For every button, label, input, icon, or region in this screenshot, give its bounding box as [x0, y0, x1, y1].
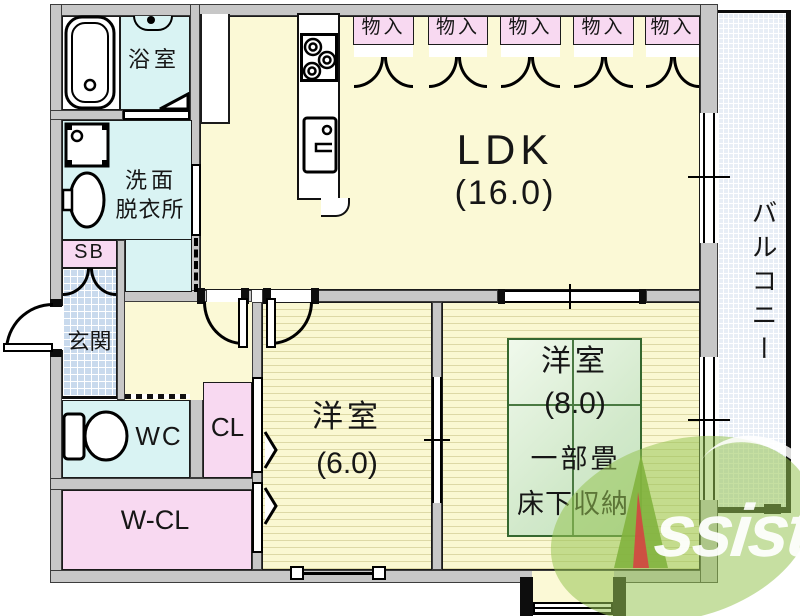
wc-label: WC — [135, 421, 183, 451]
wall-ldk-bottom-right — [313, 290, 498, 302]
bay-window-post-left — [520, 577, 533, 616]
ldk-bed6-jamb-right — [311, 288, 319, 304]
bedroom6-area-label: (6.0) — [316, 447, 378, 480]
balcony-label: バルコニー — [748, 199, 778, 369]
ldk-hall-jamb-right — [241, 288, 249, 304]
bay-window-floor — [532, 571, 614, 604]
closet-label: CL — [210, 412, 245, 442]
ldk-area-label: (16.0) — [454, 174, 556, 212]
toilet-icon — [62, 410, 130, 464]
washroom-sliding-track — [194, 238, 198, 292]
bedroom8-label: 洋室 — [541, 345, 609, 378]
bathtub-icon — [64, 15, 116, 110]
basin-icon — [62, 170, 107, 230]
bedroom8-area-label: (8.0) — [544, 387, 606, 420]
washroom-sliding-door — [191, 164, 201, 236]
ldk-bed8-window-cap-right — [639, 289, 646, 304]
closet-folding-arrow-icon — [263, 430, 278, 470]
storage-box-1 — [353, 16, 414, 45]
washroom-room-ext — [125, 240, 192, 292]
storage-box-4 — [573, 16, 634, 45]
ldk-balcony-window — [703, 113, 715, 243]
bed6-south-window-cap-right — [372, 566, 386, 580]
balcony-rail-right — [786, 10, 791, 513]
storage4-label: 物入 — [581, 17, 626, 38]
closet-folding-door — [252, 377, 263, 473]
ldk-storage-nook — [200, 14, 230, 124]
storage2-label: 物入 — [435, 17, 480, 38]
washing-machine-icon — [64, 122, 110, 168]
bedroom8-tatami-note: 一部畳 — [530, 444, 621, 474]
wall-bath-washroom — [50, 110, 123, 120]
entrance-jamb-top — [50, 299, 62, 307]
washroom-label-line1: 洗面 — [124, 168, 177, 193]
stove-icon — [300, 33, 338, 82]
ldk-bed6-jamb-left — [263, 288, 271, 304]
storage5-label: 物入 — [650, 17, 695, 38]
ldk-balcony-window-tick — [688, 176, 730, 178]
storage-sill-5 — [646, 45, 699, 57]
storage-sill-1 — [354, 45, 413, 57]
bathroom-room — [120, 16, 190, 110]
tatami-grid-h — [509, 404, 640, 406]
wall-wcl-top — [50, 478, 253, 490]
storage1-label: 物入 — [361, 17, 406, 38]
wcl-label: W-CL — [120, 505, 190, 535]
bay-window-post-right — [613, 577, 626, 616]
storage-sill-3 — [501, 45, 560, 57]
ldk-label: LDK — [456, 126, 554, 173]
shoebox-room — [62, 240, 117, 268]
balcony-wall-stub — [764, 504, 781, 514]
bedroom8-storage-note: 床下収納 — [517, 489, 629, 519]
ldk-bed8-window-tick — [569, 284, 571, 309]
kitchen-sink-icon — [302, 116, 338, 174]
wc-opening-dashed — [125, 394, 190, 399]
wall-top — [50, 4, 718, 16]
bed8-balcony-window-tick — [688, 419, 730, 421]
wall-left — [50, 4, 62, 583]
bathroom-label: 浴室 — [127, 47, 180, 72]
entrance-label: 玄関 — [67, 329, 112, 354]
ldk-hall-jamb-left — [197, 288, 205, 304]
bedroom6-label: 洋室 — [312, 399, 382, 434]
storage-box-5 — [645, 16, 700, 45]
entrance-step-line — [62, 396, 117, 399]
kitchen-counter-corner — [321, 198, 350, 217]
storage-sill-4 — [574, 45, 633, 57]
bed8-balcony-window — [703, 357, 715, 500]
ldk-bed8-window-cap-left — [498, 289, 505, 304]
storage3-label: 物入 — [508, 17, 553, 38]
wall-entrance-right — [117, 240, 125, 400]
bathroom-threshold — [123, 110, 190, 120]
entrance-jamb-bottom — [50, 349, 62, 357]
wall-bedroom8-top-right — [646, 290, 700, 302]
storage-sill-2 — [429, 45, 487, 57]
ldk-hall-door-leaf — [238, 298, 248, 348]
shoebox-label: SB — [74, 241, 105, 263]
balcony-rail-top — [718, 10, 791, 13]
bathroom-vent-dot — [147, 16, 155, 24]
bed6-bed8-window-tick — [424, 439, 450, 441]
bathroom-folding-door-icon — [158, 92, 190, 111]
ldk-bed6-door-leaf — [266, 298, 276, 348]
bedroom6-room — [262, 302, 432, 570]
bed6-south-window-cap-left — [290, 566, 304, 580]
storage-box-3 — [500, 16, 561, 45]
walkin-closet-room — [62, 490, 252, 570]
wcl-folding-door — [252, 482, 263, 553]
bed6-south-window-line — [300, 572, 378, 575]
washroom-label-line2: 脱衣所 — [115, 197, 185, 222]
entrance-door-leaf — [3, 343, 53, 352]
closet-room — [203, 382, 252, 478]
bay-window-shutter — [533, 602, 613, 615]
wcl-folding-arrow-icon — [263, 486, 278, 526]
storage-box-2 — [428, 16, 488, 45]
ldk-bed8-window — [498, 290, 646, 303]
